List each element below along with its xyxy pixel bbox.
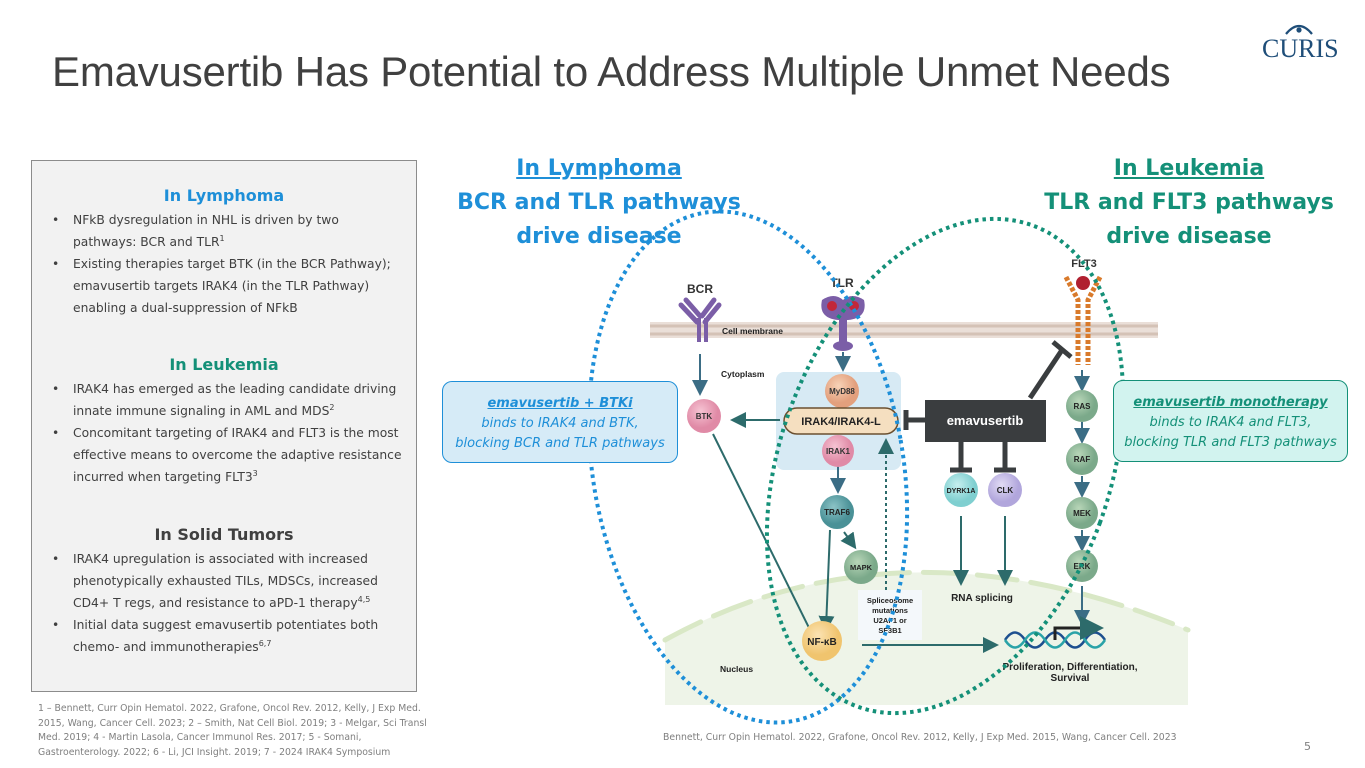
dna-icon: [1003, 616, 1107, 649]
svg-text:MyD88: MyD88: [829, 387, 855, 396]
ras-node: [1066, 390, 1098, 422]
cytoplasm-label: Cytoplasm: [721, 369, 765, 379]
solid-tumor-bullets: IRAK4 upregulation is associated with in…: [52, 548, 406, 658]
svg-text:RAF: RAF: [1074, 455, 1091, 464]
lymphoma-header: In Lymphoma BCR and TLR pathways drive d…: [440, 152, 758, 254]
svg-text:Spliceosome: Spliceosome: [867, 596, 913, 605]
svg-text:BTK: BTK: [696, 412, 713, 421]
callout-emavusertib-btki: emavusertib + BTKi binds to IRAK4 and BT…: [442, 381, 678, 463]
bullet-item: IRAK4 upregulation is associated with in…: [52, 548, 406, 614]
lymphoma-header-title: In Lymphoma: [516, 156, 682, 181]
section-heading-solid-tumors: In Solid Tumors: [154, 525, 294, 544]
nfkb-node: [802, 621, 842, 661]
curis-logo: CURIS: [1262, 16, 1352, 66]
bcr-receptor-icon: [678, 297, 722, 342]
rna-splicing-label: RNA splicing: [951, 593, 1013, 604]
svg-text:SF3B1: SF3B1: [878, 626, 901, 635]
outcome-label-2: Survival: [1051, 673, 1090, 684]
callout-emavusertib-monotherapy: emavusertib monotherapy binds to IRAK4 a…: [1113, 380, 1348, 462]
bullet-item: Initial data suggest emavusertib potenti…: [52, 614, 406, 658]
mek-node: [1066, 497, 1098, 529]
inhibition-lines: [903, 340, 1073, 473]
emavusertib-box: [925, 400, 1046, 442]
svg-text:RAS: RAS: [1074, 402, 1092, 411]
section-heading-lymphoma: In Lymphoma: [163, 186, 285, 205]
traf6-node: [820, 495, 854, 529]
leukemia-header-line1: TLR and FLT3 pathways: [1044, 190, 1334, 215]
svg-text:MEK: MEK: [1073, 509, 1091, 518]
bullet-item: Existing therapies target BTK (in the BC…: [52, 253, 406, 319]
svg-text:TRAF6: TRAF6: [824, 508, 850, 517]
mapk-node: [844, 550, 878, 584]
irak1-node: [822, 435, 854, 467]
clk-node: [988, 473, 1022, 507]
myd88-node: [825, 374, 859, 408]
nucleus-region: [665, 572, 1188, 705]
logo-text: CURIS: [1262, 34, 1339, 63]
dyrk1a-node: [944, 473, 978, 507]
btk-node: [687, 399, 721, 433]
nuclear-envelope: [662, 570, 1191, 643]
flt3-receptor-icon: [1063, 275, 1103, 365]
references-footnote: 1 – Bennett, Curr Opin Hematol. 2022, Gr…: [38, 703, 427, 758]
lymphoma-header-line1: BCR and TLR pathways: [457, 190, 741, 215]
leukemia-header-title: In Leukemia: [1113, 156, 1265, 181]
spliceosome-note: [858, 590, 922, 640]
bullet-item: Concomitant targeting of IRAK4 and FLT3 …: [52, 422, 406, 488]
cell-membrane-label: Cell membrane: [722, 326, 783, 336]
svg-text:DYRK1A: DYRK1A: [947, 488, 976, 495]
logo-arc-icon: [1285, 24, 1313, 35]
section-heading-leukemia: In Leukemia: [169, 355, 279, 374]
slide-title: Emavusertib Has Potential to Address Mul…: [52, 48, 1171, 95]
lymphoma-dotted-boundary: [586, 209, 910, 725]
diagram-reference: Bennett, Curr Opin Hematol. 2022, Grafon…: [663, 732, 1177, 743]
bcr-label: BCR: [687, 282, 713, 296]
bullet-item: NFkB dysregulation in NHL is driven by t…: [52, 209, 406, 253]
indications-panel: In Lymphoma NFkB dysregulation in NHL is…: [31, 160, 417, 692]
nucleus-label: Nucleus: [720, 664, 753, 674]
lymphoma-bullets: NFkB dysregulation in NHL is driven by t…: [52, 209, 406, 319]
svg-text:IRAK1: IRAK1: [826, 447, 851, 456]
svg-text:emavusertib: emavusertib: [947, 413, 1024, 428]
leukemia-bullets: IRAK4 has emerged as the leading candida…: [52, 378, 406, 488]
raf-node: [1066, 443, 1098, 475]
bullet-item: IRAK4 has emerged as the leading candida…: [52, 378, 406, 422]
leukemia-header-line2: drive disease: [1106, 224, 1272, 249]
svg-text:MAPK: MAPK: [850, 563, 873, 572]
leukemia-dotted-boundary: [764, 216, 1126, 716]
page-number: 5: [1304, 740, 1311, 753]
svg-text:mutations: mutations: [872, 606, 908, 615]
svg-text:IRAK4/IRAK4-L: IRAK4/IRAK4-L: [801, 416, 881, 428]
svg-text:NF-κB: NF-κB: [807, 637, 836, 648]
outcome-label-1: Proliferation, Differentiation,: [1002, 662, 1137, 673]
svg-text:CLK: CLK: [997, 486, 1014, 495]
leukemia-header: In Leukemia TLR and FLT3 pathways drive …: [1030, 152, 1348, 254]
